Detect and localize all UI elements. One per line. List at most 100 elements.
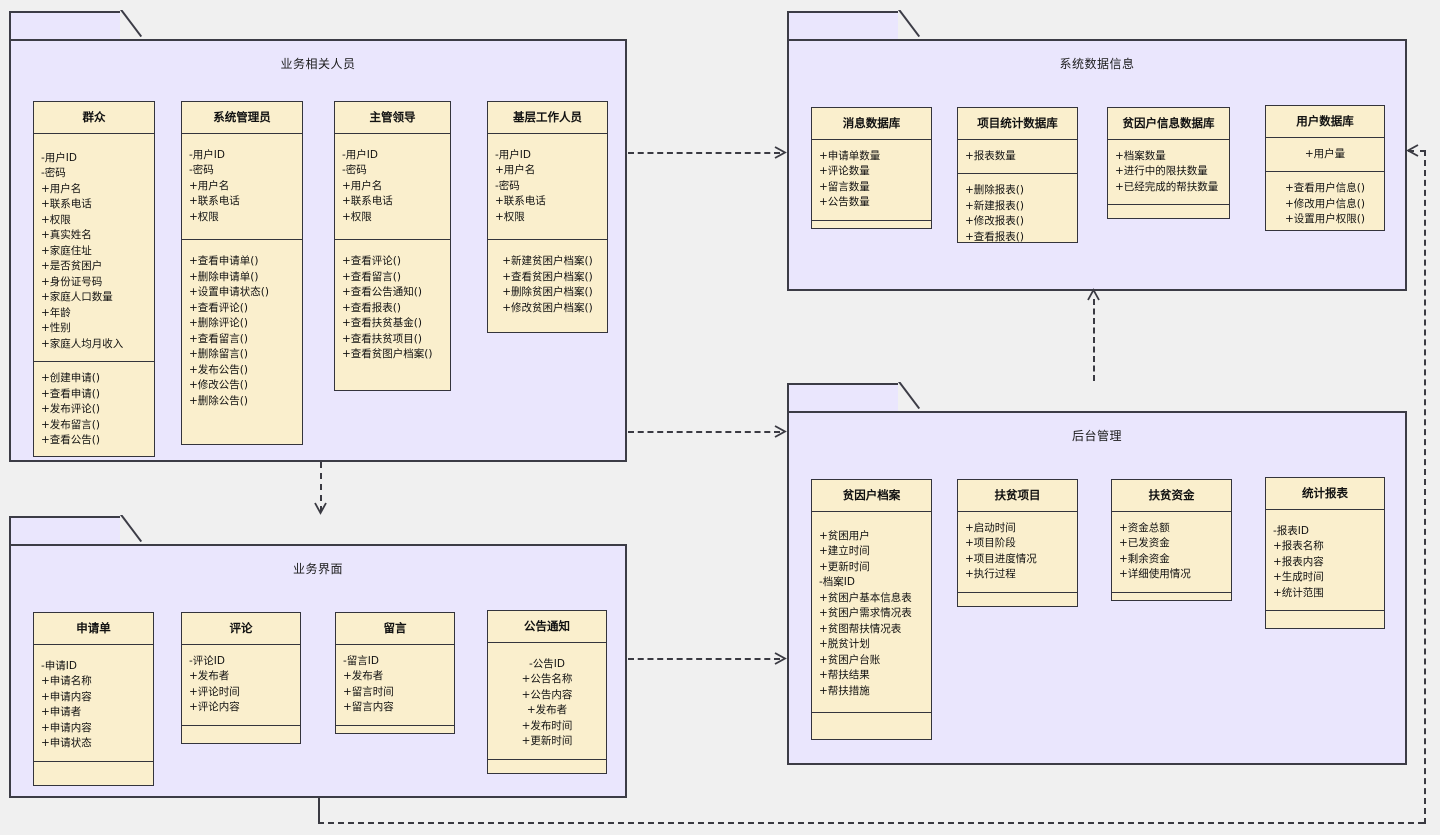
attribute-row: -留言ID [343,654,379,667]
package-backend-management[interactable]: 后台管理 贫因户档案 +贫困用户 +建立时间 +更新时间 -档案ID +贫困户基… [787,383,1407,765]
class-attributes: -申请ID +申请名称 +申请内容 +申请者 +申请内容 +申请状态 [34,645,153,762]
operation-row: +删除申请单() [189,270,259,283]
attribute-row: +申请名称 [41,675,92,688]
class-box[interactable]: 系统管理员 -用户ID -密码 +用户名 +联系电话 +权限 +查看申请单() … [181,101,303,445]
connector-interface-to-systemdata-bottom [318,822,1424,824]
package-title: 后台管理 [1071,429,1122,443]
attribute-row: -用户ID [495,148,531,161]
class-box[interactable]: 评论 -评论ID +发布者 +评论时间 +评论内容 [181,612,301,744]
attribute-row: +剩余资金 [1119,552,1170,565]
attribute-row: +启动时间 [965,521,1016,534]
operation-row: +删除报表() [965,184,1024,197]
class-attributes: +启动时间 +项目阶段 +项目进度情况 +执行过程 [958,512,1077,593]
class-operations [336,726,454,750]
connector-backend-to-systemdata [1093,299,1095,381]
class-name: 群众 [34,102,154,134]
package-tab [9,516,120,544]
operation-row: +查看贫图户档案() [342,348,433,361]
class-box[interactable]: 项目统计数据库 +报表数量 +删除报表() +新建报表() +修改报表() +查… [957,107,1078,243]
package-system-data-info[interactable]: 系统数据信息 消息数据库 +申请单数量 +评论数量 +留言数量 +公告数量 项目… [787,11,1407,291]
operation-row: +查看扶贫基金() [342,317,422,330]
class-operations [1108,205,1229,227]
attribute-row: -报表ID [1273,524,1309,537]
connector-interface-to-systemdata-entry [1408,150,1426,152]
class-box[interactable]: 基层工作人员 -用户ID +用户名 -密码 +联系电话 +权限 +新建贫困户档案… [487,101,608,333]
class-name: 消息数据库 [812,108,931,140]
attribute-row: +已发资金 [1119,537,1170,550]
package-tab-slant [120,10,144,40]
class-attributes: -留言ID +发布者 +留言时间 +留言内容 [336,645,454,726]
class-box[interactable]: 贫因户档案 +贫困用户 +建立时间 +更新时间 -档案ID +贫困户基本信息表 … [811,479,932,740]
operation-row: +查看贫困户档案() [502,270,593,283]
class-attributes: -报表ID +报表名称 +报表内容 +生成时间 +统计范围 [1266,510,1384,612]
class-operations [182,726,300,750]
class-operations [812,713,931,739]
operation-row: +查看报表() [965,230,1024,243]
class-box[interactable]: 主管领导 -用户ID -密码 +用户名 +联系电话 +权限 +查看评论() +查… [334,101,451,391]
attribute-row: +项目阶段 [965,537,1016,550]
operation-row: +查看留言() [189,332,248,345]
operation-row: +查看申请单() [189,255,259,268]
attribute-row: +评论时间 [189,685,240,698]
attribute-row: +权限 [342,210,372,223]
class-box[interactable]: 扶贫项目 +启动时间 +项目阶段 +项目进度情况 +执行过程 [957,479,1078,607]
attribute-row: +更新时间 [521,735,573,748]
class-operations [958,593,1077,619]
class-attributes: -用户ID -密码 +用户名 +联系电话 +权限 +真实姓名 +家庭住址 +是否… [34,134,154,363]
class-name: 留言 [336,613,454,645]
attribute-row: -密码 [342,164,367,177]
class-name: 申请单 [34,613,153,645]
connector-interface-to-systemdata-right [1424,150,1426,824]
class-attributes: -用户ID -密码 +用户名 +联系电话 +权限 [182,134,302,241]
class-box[interactable]: 统计报表 -报表ID +报表名称 +报表内容 +生成时间 +统计范围 [1265,477,1385,629]
attribute-row: +真实姓名 [41,229,92,242]
class-box[interactable]: 留言 -留言ID +发布者 +留言时间 +留言内容 [335,612,455,734]
attribute-row: -密码 [495,179,520,192]
attribute-row: +性别 [41,322,71,335]
attribute-row: +项目进度情况 [965,552,1037,565]
class-box[interactable]: 公告通知 -公告ID +公告名称 +公告内容 +发布者 +发布时间 +更新时间 [487,610,607,774]
class-box[interactable]: 用户数据库 +用户量 +查看用户信息() +修改用户信息() +设置用户权限() [1265,105,1385,231]
attribute-row: +用户名 [189,179,230,192]
package-tab-slant [120,515,144,545]
attribute-row: -用户ID [41,151,77,164]
operation-row: +删除公告() [189,394,248,407]
attribute-row: +建立时间 [819,545,870,558]
class-box[interactable]: 扶贫资金 +资金总额 +已发资金 +剩余资金 +详细使用情况 [1111,479,1232,601]
class-box[interactable]: 贫因户信息数据库 +档案数量 +进行中的限扶数量 +已经完成的帮扶数量 [1107,107,1230,219]
class-attributes: +申请单数量 +评论数量 +留言数量 +公告数量 [812,140,931,221]
package-business-personnel[interactable]: 业务相关人员 群众 -用户ID -密码 +用户名 +联系电话 +权限 +真实姓名… [9,11,627,462]
class-operations: +创建申请() +查看申请() +发布评论() +发布留言() +查看公告() [34,362,154,458]
class-box[interactable]: 群众 -用户ID -密码 +用户名 +联系电话 +权限 +真实姓名 +家庭住址 … [33,101,155,457]
class-box[interactable]: 消息数据库 +申请单数量 +评论数量 +留言数量 +公告数量 [811,107,932,229]
attribute-row: -用户ID [189,148,225,161]
operation-row: +修改用户信息() [1285,197,1365,210]
package-business-interface[interactable]: 业务界面 申请单 -申请ID +申请名称 +申请内容 +申请者 +申请内容 +申… [9,516,627,798]
attribute-row: +评论内容 [189,701,240,714]
operation-row: +查看评论() [189,301,248,314]
operation-row: +创建申请() [41,372,100,385]
package-body: 业务界面 申请单 -申请ID +申请名称 +申请内容 +申请者 +申请内容 +申… [9,544,627,798]
attribute-row: +报表内容 [1273,555,1324,568]
connector-interface-to-systemdata-stub [318,798,320,822]
connector-personnel-to-backend [628,431,780,433]
attribute-row: +家庭人口数量 [41,291,113,304]
attribute-row: +帮扶结果 [819,669,870,682]
operation-row: +删除评论() [189,317,248,330]
package-body: 系统数据信息 消息数据库 +申请单数量 +评论数量 +留言数量 +公告数量 项目… [787,39,1407,291]
package-title: 系统数据信息 [1059,57,1135,71]
operation-row: +查看报表() [342,301,401,314]
operation-row: +删除留言() [189,348,248,361]
attribute-row: +申请内容 [41,721,92,734]
class-box[interactable]: 申请单 -申请ID +申请名称 +申请内容 +申请者 +申请内容 +申请状态 [33,612,154,786]
attribute-row: +生成时间 [1273,571,1324,584]
operation-row: +新建贫困户档案() [502,255,593,268]
operation-row: +修改公告() [189,379,248,392]
class-operations [1112,593,1231,617]
attribute-row: +进行中的限扶数量 [1115,165,1208,178]
attribute-row: +身份证号码 [41,275,103,288]
class-attributes: -用户ID -密码 +用户名 +联系电话 +权限 [335,134,450,241]
package-body: 业务相关人员 群众 -用户ID -密码 +用户名 +联系电话 +权限 +真实姓名… [9,39,627,462]
attribute-row: +发布者 [526,704,568,717]
attribute-row: +权限 [41,213,71,226]
